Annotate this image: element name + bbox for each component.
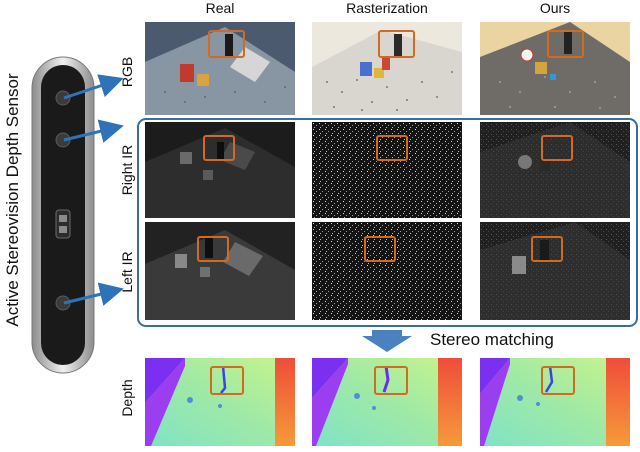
column-title-ours: Ours [539, 0, 571, 16]
highlight-box-rightir-ours [541, 135, 573, 161]
right-ir-image-real [145, 122, 295, 218]
stereo-arrow [362, 330, 412, 352]
left-ir-image-rasterization [312, 222, 462, 320]
highlight-box-leftir-real [197, 236, 229, 262]
rgb-image-rasterization [312, 22, 462, 115]
row-label-left-ir: Left IR [119, 251, 135, 293]
column-title-real: Real [205, 0, 235, 16]
depth-image-real [145, 358, 295, 446]
highlight-box-rgb-ours [547, 30, 584, 58]
column-title-rasterization: Rasterization [346, 0, 428, 16]
row-label-depth: Depth [119, 379, 135, 417]
arrow-to-right-ir [63, 119, 124, 143]
highlight-box-depth-real [210, 366, 244, 395]
ir-group-frame [137, 118, 638, 327]
highlight-box-rightir-real [203, 135, 235, 161]
right-ir-image-ours [480, 122, 630, 218]
highlight-box-depth-ours [541, 366, 575, 395]
highlight-box-rightir-rasterization [376, 135, 408, 161]
highlight-box-rgb-real [208, 30, 245, 58]
arrow-to-rgb [63, 74, 124, 100]
row-label-right-ir: Right IR [119, 144, 135, 196]
highlight-box-leftir-rasterization [364, 236, 396, 262]
row-label-rgb: RGB [119, 56, 135, 88]
depth-image-ours [480, 358, 630, 446]
stereo-matching-label: Stereo matching [430, 330, 554, 349]
left-ir-image-ours [480, 222, 630, 320]
rgb-image-ours [480, 22, 630, 115]
rgb-image-real [145, 22, 295, 115]
arrow-to-left-ir [63, 282, 124, 306]
right-ir-image-rasterization [312, 122, 462, 218]
depth-image-rasterization [312, 358, 462, 446]
highlight-box-rgb-rasterization [378, 30, 415, 58]
left-ir-image-real [145, 222, 295, 320]
lens-top [55, 90, 71, 106]
highlight-box-leftir-ours [531, 236, 563, 262]
highlight-box-depth-rasterization [374, 366, 408, 395]
